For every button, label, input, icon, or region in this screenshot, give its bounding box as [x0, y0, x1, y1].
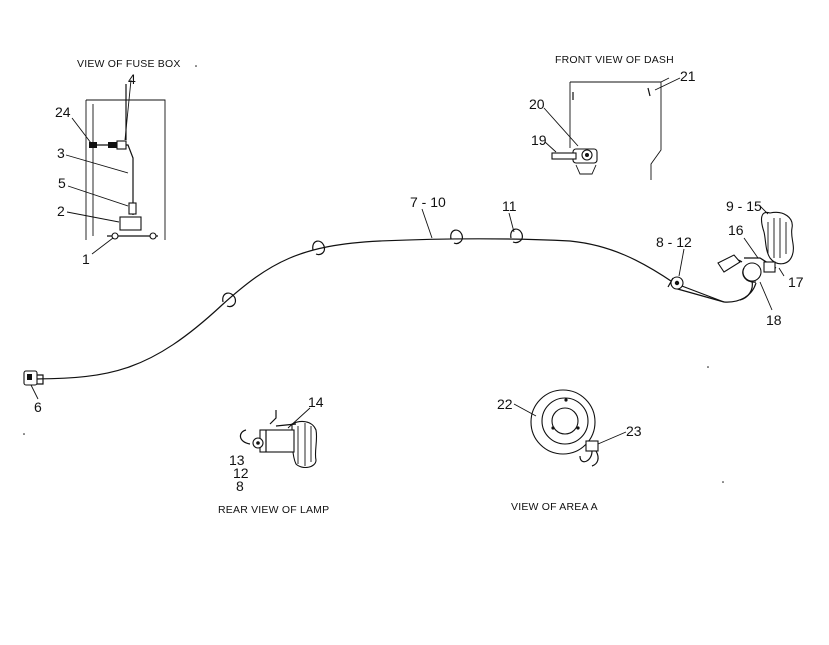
callout-8-12: 8 - 12: [656, 234, 692, 250]
callout-1: 1: [82, 251, 90, 267]
callout-16: 16: [728, 222, 744, 238]
rear-lamp-caption: REAR VIEW OF LAMP: [218, 504, 329, 516]
callout-24: 24: [55, 104, 71, 120]
callout-6: 6: [34, 399, 42, 415]
fuse-box-caption: VIEW OF FUSE BOX: [77, 58, 181, 70]
callout-20: 20: [529, 96, 545, 112]
fuse-box-view: VIEW OF FUSE BOX 24 4 3 5 2 1: [55, 58, 181, 267]
callout-9-15: 9 - 15: [726, 198, 762, 214]
callout-4: 4: [128, 71, 136, 87]
area-a-view: VIEW OF AREA A 22 23: [497, 389, 642, 513]
area-a-caption: VIEW OF AREA A: [511, 501, 598, 513]
callout-13: 13: [229, 452, 245, 468]
callout-19: 19: [531, 132, 547, 148]
rear-lamp-view: REAR VIEW OF LAMP 14 13 12 8: [218, 394, 329, 516]
callout-18: 18: [766, 312, 782, 328]
callout-21: 21: [680, 68, 696, 84]
callout-22: 22: [497, 396, 513, 412]
callout-14: 14: [308, 394, 324, 410]
callout-5: 5: [58, 175, 66, 191]
lamp-assembly: 9 - 15 16 17 18: [717, 198, 804, 328]
callout-3: 3: [57, 145, 65, 161]
callout-12-rear: 12: [233, 465, 249, 481]
callout-23: 23: [626, 423, 642, 439]
callout-2: 2: [57, 203, 65, 219]
front-dash-caption: FRONT VIEW OF DASH: [555, 54, 674, 66]
callout-11: 11: [502, 198, 517, 214]
front-dash-view: FRONT VIEW OF DASH 20 21 19: [529, 54, 696, 180]
callout-8-rear: 8: [236, 478, 244, 494]
callout-7-10: 7 - 10: [410, 194, 446, 210]
callout-17: 17: [788, 274, 804, 290]
